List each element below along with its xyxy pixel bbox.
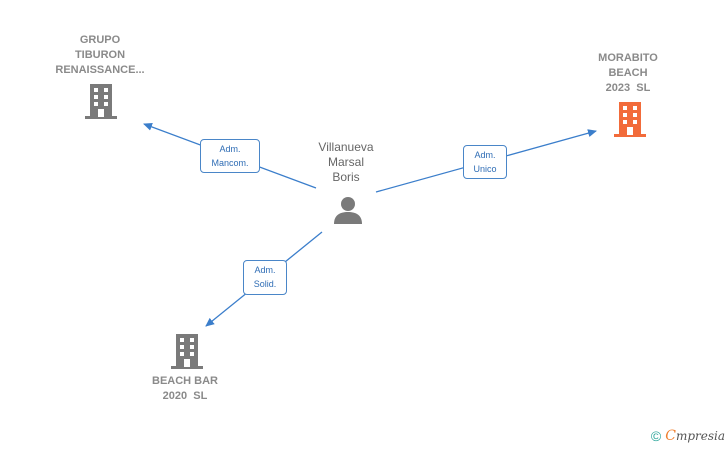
relation-label-line: Solid.: [253, 279, 277, 289]
copyright-icon: ©: [650, 428, 662, 444]
relation-label-line: Adm.: [474, 150, 496, 160]
building-icon[interactable]: [171, 334, 203, 370]
company-label-line: MORABITO: [598, 52, 658, 64]
company-label-line: 2023 SL: [605, 82, 651, 94]
relation-label-morabito[interactable]: Adm. Unico: [463, 145, 507, 179]
building-icon[interactable]: [85, 84, 117, 120]
relation-label-beach-bar[interactable]: Adm. Solid.: [243, 260, 287, 295]
person-label[interactable]: Villanueva Marsal Boris: [286, 140, 406, 185]
brand-name: mpresia: [675, 429, 725, 443]
company-label-morabito[interactable]: MORABITO BEACH 2023 SL: [568, 51, 688, 96]
company-label-line: 2020 SL: [162, 390, 208, 402]
company-label-line: GRUPO: [79, 34, 121, 46]
relation-label-line: Unico: [473, 164, 497, 174]
person-icon[interactable]: [333, 196, 363, 224]
relation-label-grupo-tiburon[interactable]: Adm. Mancom.: [200, 139, 260, 173]
company-label-beach-bar[interactable]: BEACH BAR 2020 SL: [125, 374, 245, 404]
person-label-line: Marsal: [327, 155, 364, 169]
person-label-line: Boris: [332, 170, 360, 184]
company-label-line: BEACH BAR: [152, 375, 218, 387]
brand-initial: C: [665, 428, 676, 444]
company-label-line: RENAISSANCE...: [55, 64, 145, 76]
brand-footer[interactable]: ©Cmpresia: [651, 428, 725, 444]
company-label-line: TIBURON: [74, 49, 126, 61]
person-label-line: Villanueva: [318, 140, 374, 154]
relation-label-line: Mancom.: [211, 158, 249, 168]
relation-label-line: Adm.: [254, 265, 276, 275]
relation-label-line: Adm.: [219, 144, 241, 154]
company-label-line: BEACH: [608, 67, 648, 79]
company-label-grupo-tiburon[interactable]: GRUPO TIBURON RENAISSANCE...: [40, 33, 160, 78]
building-icon[interactable]: [614, 102, 646, 138]
